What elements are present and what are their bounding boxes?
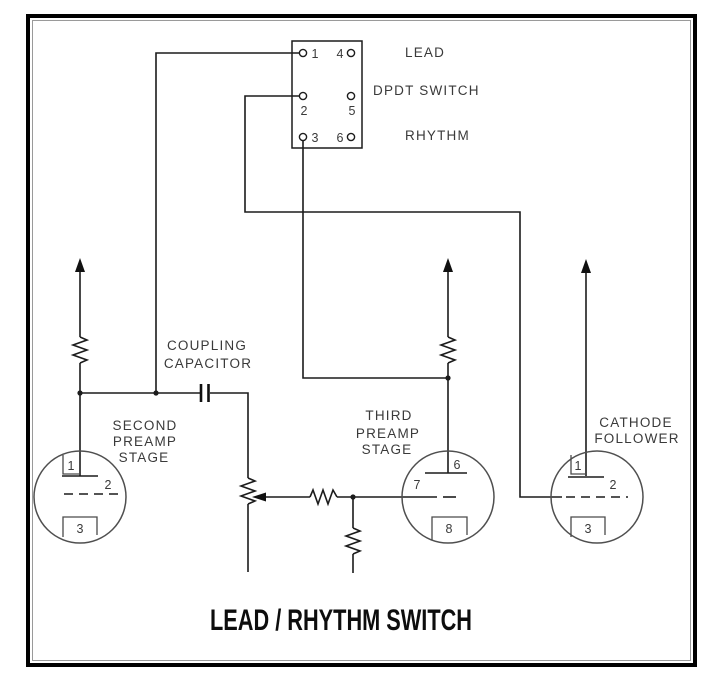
second-preamp-label-line1: SECOND: [113, 418, 178, 433]
switch-pin3-label: 3: [312, 131, 319, 145]
capacitor-plates: [199, 384, 210, 402]
coupling-capacitor-label-line2: CAPACITOR: [164, 356, 252, 371]
third-preamp-label-line3: STAGE: [362, 442, 413, 457]
switch-pin5-terminal: [346, 91, 356, 101]
switch-rhythm-position-label: RHYTHM: [405, 128, 470, 143]
switch-pin1-terminal: [298, 48, 308, 58]
wire-switch-pin3-to-third-plate: [302, 141, 448, 379]
diagram-frame-inner: [32, 20, 691, 661]
pin-callout-box: [62, 516, 98, 537]
follower-cathode-pin-label: 3: [585, 522, 592, 536]
resistor-third-plate: [438, 336, 458, 364]
second-preamp-label-line3: STAGE: [119, 450, 170, 465]
third-plate-pin-label: 6: [454, 458, 461, 472]
cathode-follower-label-line1: CATHODE: [599, 415, 672, 430]
third-preamp-label-line1: THIRD: [365, 408, 412, 423]
switch-pin4-label: 4: [337, 47, 344, 61]
coupling-capacitor-symbol: COUPLING CAPACITOR: [164, 338, 252, 402]
b-plus-arrow-follower: [581, 259, 591, 273]
third-preamp-label-line2: PREAMP: [356, 426, 420, 441]
switch-lead-position-label: LEAD: [405, 45, 445, 60]
switch-pin4-terminal: [346, 48, 356, 58]
coupling-capacitor-label-line1: COUPLING: [167, 338, 247, 353]
third-cathode-pin-label: 8: [446, 522, 453, 536]
wire-switch-pin2-to-follower-grid: [244, 95, 562, 498]
switch-pin1-label: 1: [312, 47, 319, 61]
cathode-follower-tube: 1 2 3 CATHODE FOLLOWER: [550, 415, 679, 544]
tube-envelope: [550, 450, 644, 544]
passive-components: COUPLING CAPACITOR: [70, 336, 458, 555]
resistor-second-plate: [70, 336, 90, 364]
junction-dot: [350, 494, 356, 500]
pin-callout-bracket: [62, 455, 80, 475]
wire-switch-pin1-to-plate-bus: [155, 52, 299, 393]
pin-callout-box: [431, 516, 468, 540]
follower-grid-pin-label: 2: [610, 478, 617, 492]
second-preamp-tube: 1 2 3 SECOND PREAMP STAGE: [33, 418, 178, 544]
second-cathode-pin-label: 3: [77, 522, 84, 536]
wiring: [77, 52, 587, 573]
pin-callout-bracket: [570, 455, 586, 475]
third-grid-pin-label: 7: [414, 478, 421, 492]
tube-envelope: [401, 450, 495, 544]
dpdt-switch-symbol: 1 4 2 5 3 6 LEAD DPDT SWITCH RHYTHM: [291, 40, 480, 149]
supply-arrows: [75, 258, 591, 273]
second-grid-pin-label: 2: [105, 478, 112, 492]
potentiometer-element: [238, 477, 258, 505]
pin-callout-box: [570, 516, 606, 537]
resistor-grid-stopper: [309, 487, 338, 507]
cathode-follower-label-line2: FOLLOWER: [594, 431, 679, 446]
junction-dot: [445, 375, 451, 381]
switch-pin3-terminal: [298, 132, 308, 142]
tube-envelope: [33, 450, 127, 544]
switch-pin5-label: 5: [349, 104, 356, 118]
junction-dot: [153, 390, 159, 396]
wire-capacitor-to-potentiometer: [210, 392, 249, 478]
diagram-frame-outer: [26, 14, 697, 667]
third-preamp-tube: 6 7 8 THIRD PREAMP STAGE: [356, 408, 495, 544]
b-plus-arrow-second: [75, 258, 85, 272]
switch-body: [291, 40, 363, 149]
second-plate-pin-label: 1: [68, 459, 75, 473]
resistor-grid-leak: [343, 527, 363, 555]
potentiometer-wiper-arrow: [252, 492, 266, 502]
switch-pin6-label: 6: [337, 131, 344, 145]
follower-plate-pin-label: 1: [575, 459, 582, 473]
switch-pin2-terminal: [298, 91, 308, 101]
switch-pin6-terminal: [346, 132, 356, 142]
switch-type-label: DPDT SWITCH: [373, 83, 480, 98]
junction-dot: [77, 390, 83, 396]
potentiometer: [238, 477, 266, 505]
second-preamp-label-line2: PREAMP: [113, 434, 177, 449]
switch-pin2-label: 2: [301, 104, 308, 118]
b-plus-arrow-third: [443, 258, 453, 272]
diagram-title: LEAD / RHYTHM SWITCH: [210, 604, 472, 637]
